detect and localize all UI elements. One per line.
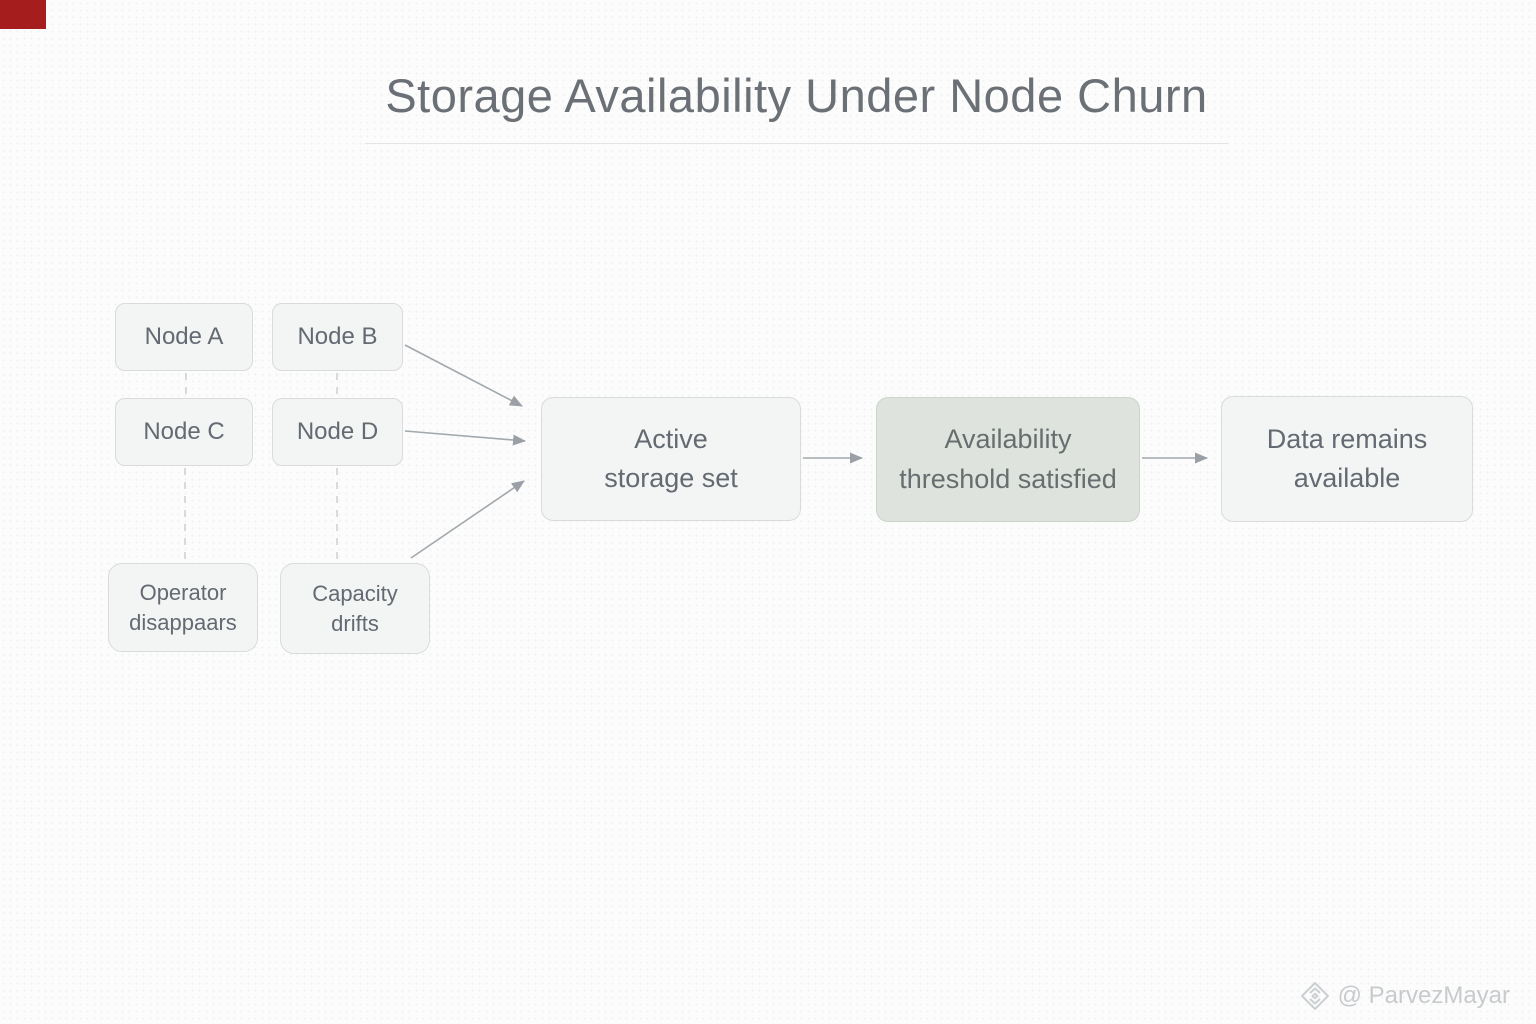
flow-box-active-storage-set: Active storage set: [541, 397, 801, 521]
node-label-a: Node A: [144, 323, 224, 350]
corner-marker: [0, 0, 46, 29]
arrow-capacity-active: [410, 480, 525, 559]
node-box-a: Node A: [115, 303, 253, 371]
page-title: Storage Availability Under Node Churn: [385, 69, 1208, 122]
diamond-logo-icon: [1300, 982, 1329, 1010]
node-label-d: Node D: [296, 418, 379, 445]
flow-label-line: Availability: [944, 424, 1072, 455]
node-box-b: Node B: [272, 303, 403, 371]
node-box-c: Node C: [115, 398, 253, 466]
watermark-text: @ ParvezMayar: [1337, 982, 1510, 1009]
event-label-line: drifts: [331, 610, 379, 636]
node-label-c: Node C: [143, 418, 225, 445]
flow-box-availability-threshold: Availability threshold satisfied: [876, 397, 1140, 522]
event-box-operator-disappears: Operator disappaars: [108, 563, 258, 652]
flow-box-data-remains-available: Data remains available: [1221, 396, 1473, 522]
flow-label-line: threshold satisfied: [899, 463, 1117, 494]
flow-label-line: storage set: [604, 463, 738, 493]
event-label-line: disappaars: [129, 609, 237, 635]
arrow-noded-active: [404, 430, 526, 446]
event-box-capacity-drifts: Capacity drifts: [280, 563, 430, 654]
flow-label-line: Data remains: [1266, 423, 1428, 454]
flow-label-line: Active: [634, 423, 708, 454]
title-block: Storage Availability Under Node Churn: [365, 70, 1228, 144]
node-box-d: Node D: [272, 398, 403, 466]
flow-label-line: available: [1293, 463, 1401, 493]
event-label-line: Operator: [139, 579, 227, 605]
node-label-b: Node B: [297, 323, 378, 350]
event-label-line: Capacity: [312, 580, 398, 606]
watermark: @ ParvezMayar: [1299, 980, 1510, 1012]
arrow-nodeb-active: [404, 344, 523, 407]
